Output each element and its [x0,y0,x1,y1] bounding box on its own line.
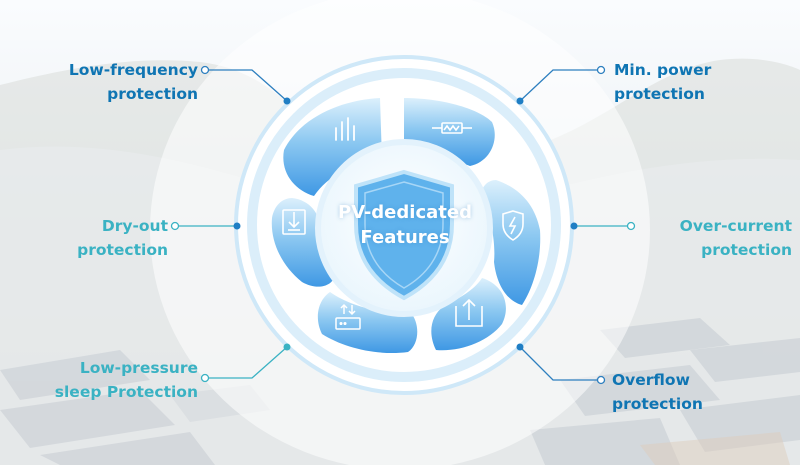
connector-low-frequency [207,69,288,102]
label-low-frequency: Low-frequency protection [68,61,198,103]
export-icon [455,298,483,327]
dot-overflow-ring [516,343,524,351]
segment-right [480,180,541,305]
segment-top-left [283,98,382,196]
center-title: PV-dedicated Features [338,202,472,248]
dot-min-power-ring [516,97,524,105]
middle-ring [247,68,561,382]
connector-low-pressure [207,346,288,379]
shield-icon [354,169,454,301]
dot-overflow-label [596,375,606,385]
segment-left [271,198,336,287]
connector-dots [170,65,636,385]
label-overflow: Overflow protection [612,371,703,413]
dot-min-power-label [596,65,606,75]
import-icon [282,209,306,235]
label-low-pressure: Low-pressure sleep Protection [54,359,198,401]
transfer-icon [335,303,361,330]
bar-chart-icon [335,117,355,141]
connector-lines [177,69,629,381]
label-dry-out: Dry-out protection [77,217,168,259]
lightning-shield-icon [502,210,524,241]
connector-min-power [519,69,599,102]
label-min-power: Min. power protection [614,61,712,103]
dot-dry-out-label [170,221,180,231]
dot-low-pressure-ring [283,343,291,351]
dot-low-frequency-label [200,65,210,75]
dot-low-pressure-label [200,373,210,383]
dot-dry-out-ring [233,222,241,230]
dot-over-current-label [626,221,636,231]
dot-low-frequency-ring [283,97,291,105]
label-over-current: Over-current protection [679,217,792,259]
resistor-icon [432,122,472,134]
dot-over-current-ring [570,222,578,230]
shield-inner-line [364,181,444,289]
connector-overflow [519,346,599,381]
